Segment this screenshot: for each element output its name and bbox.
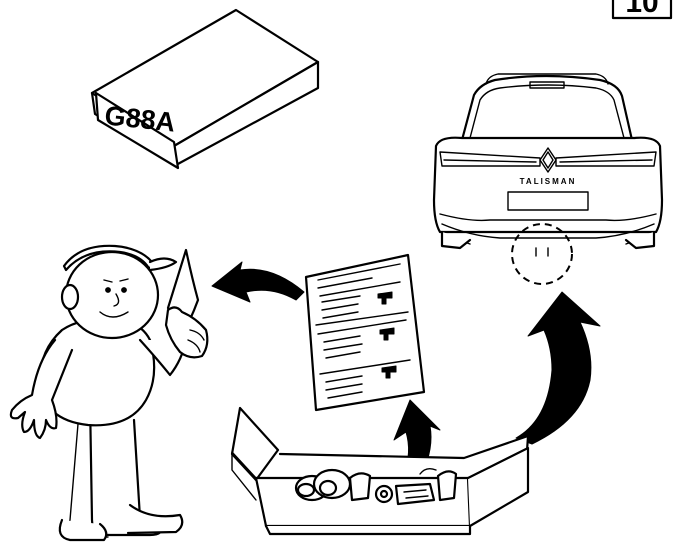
page-number-box: 10 — [611, 0, 673, 20]
car-badge: TALISMAN — [520, 177, 577, 186]
car-rear-icon: TALISMAN — [432, 73, 664, 285]
curved-arrow-left-icon — [211, 261, 305, 303]
open-kit-box-icon — [230, 406, 530, 536]
page-number: 10 — [625, 0, 658, 19]
parts-box-icon: G88A — [90, 8, 320, 170]
technician-icon — [9, 244, 209, 542]
box-code-label: G88A — [103, 100, 176, 137]
kit-contents — [294, 467, 458, 506]
leaflet-text-lines — [315, 263, 411, 399]
leaflet-part-symbols — [377, 291, 397, 379]
curved-arrow-upright-icon — [515, 291, 601, 445]
instruction-leaflet-icon — [304, 253, 426, 412]
tow-hook-location-marker — [511, 223, 573, 285]
